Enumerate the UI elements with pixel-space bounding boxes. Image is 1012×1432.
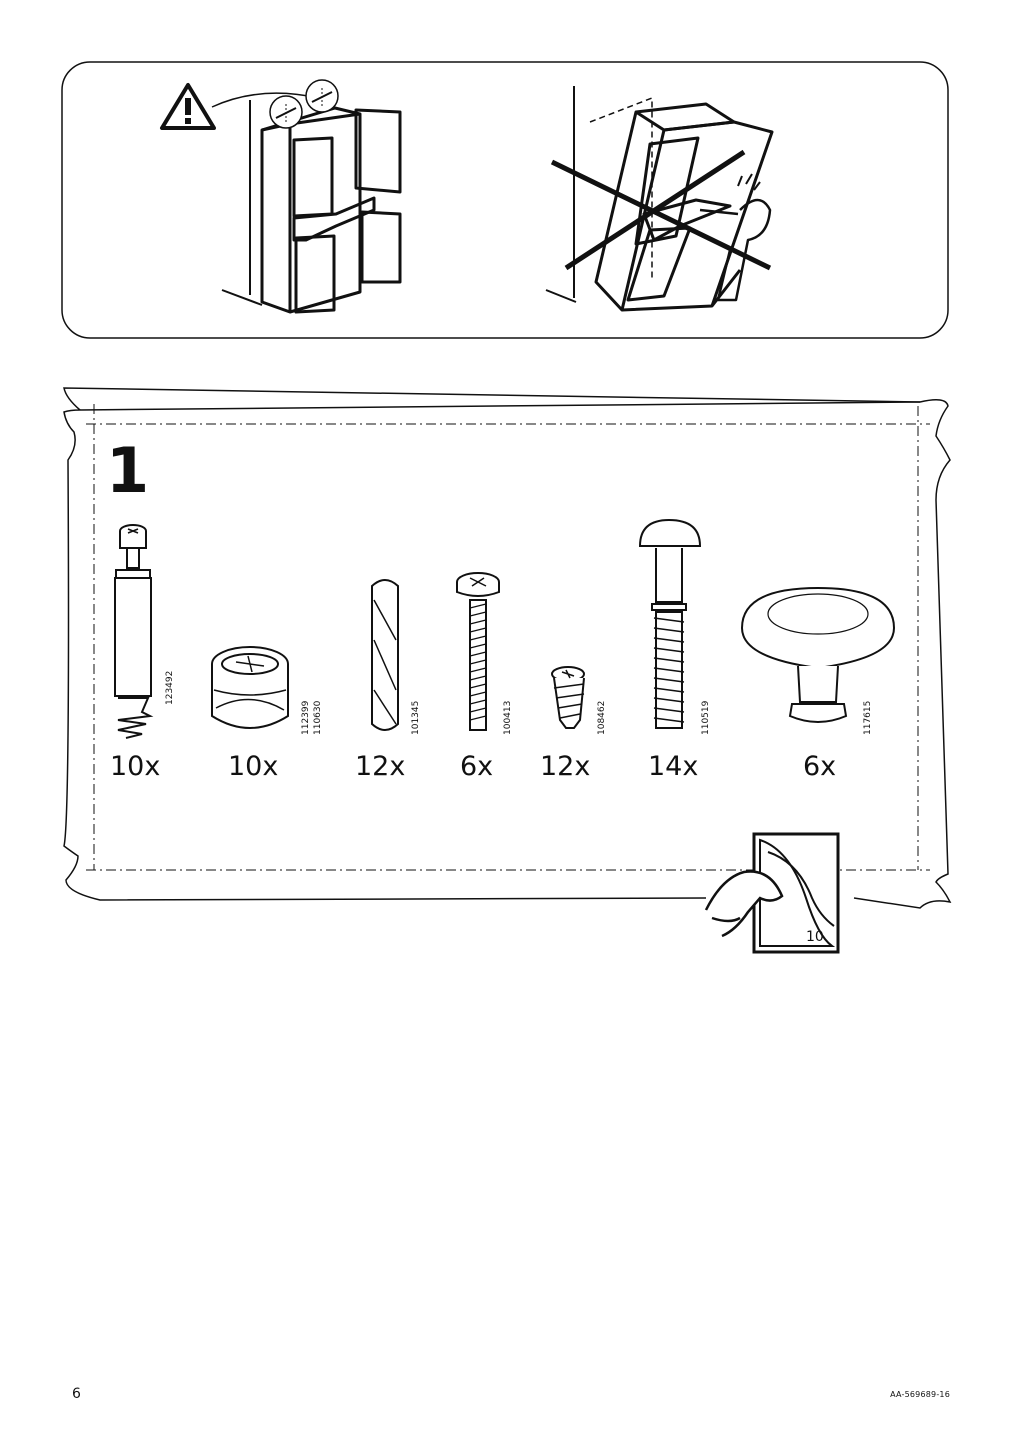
correct-wall-mount-illustration — [211, 79, 402, 314]
part-bolt — [456, 572, 500, 731]
part-quantity: 6x — [460, 751, 493, 782]
part-cam-dowel — [114, 524, 154, 739]
warning-triangle-icon — [160, 83, 216, 130]
part-article-number: 100413 — [503, 701, 513, 735]
part-quantity: 12x — [540, 751, 590, 782]
part-article-number: 123492 — [165, 671, 175, 705]
part-article-number-alt: 110630 — [313, 700, 323, 735]
part-article-number: 112399 — [301, 700, 311, 735]
part-article-number: 108462 — [597, 701, 607, 735]
part-quantity: 10x — [228, 751, 278, 782]
part-wooden-dowel — [371, 579, 399, 731]
part-article-number: 110519 — [701, 700, 711, 735]
part-knob — [740, 586, 896, 723]
part-quantity: 6x — [803, 751, 836, 782]
part-article-number: 117615 — [863, 701, 873, 735]
document-code: AA-569689-16 — [890, 1390, 950, 1399]
part-short-screw — [551, 666, 585, 729]
page-number: 6 — [72, 1386, 81, 1402]
part-quantity: 14x — [648, 751, 698, 782]
part-article-number: 101345 — [411, 701, 421, 735]
part-cam-lock — [211, 646, 289, 729]
warning-panel — [61, 61, 949, 339]
part-mushroom-screw — [638, 518, 702, 729]
page-turn-icon — [704, 832, 840, 954]
tip-over-hazard-illustration — [545, 86, 774, 312]
part-quantity: 10x — [110, 751, 160, 782]
referenced-page-number: 10 — [806, 929, 824, 945]
step-panel-border — [63, 387, 952, 909]
part-quantity: 12x — [355, 751, 405, 782]
step-number: 1 — [106, 434, 149, 507]
